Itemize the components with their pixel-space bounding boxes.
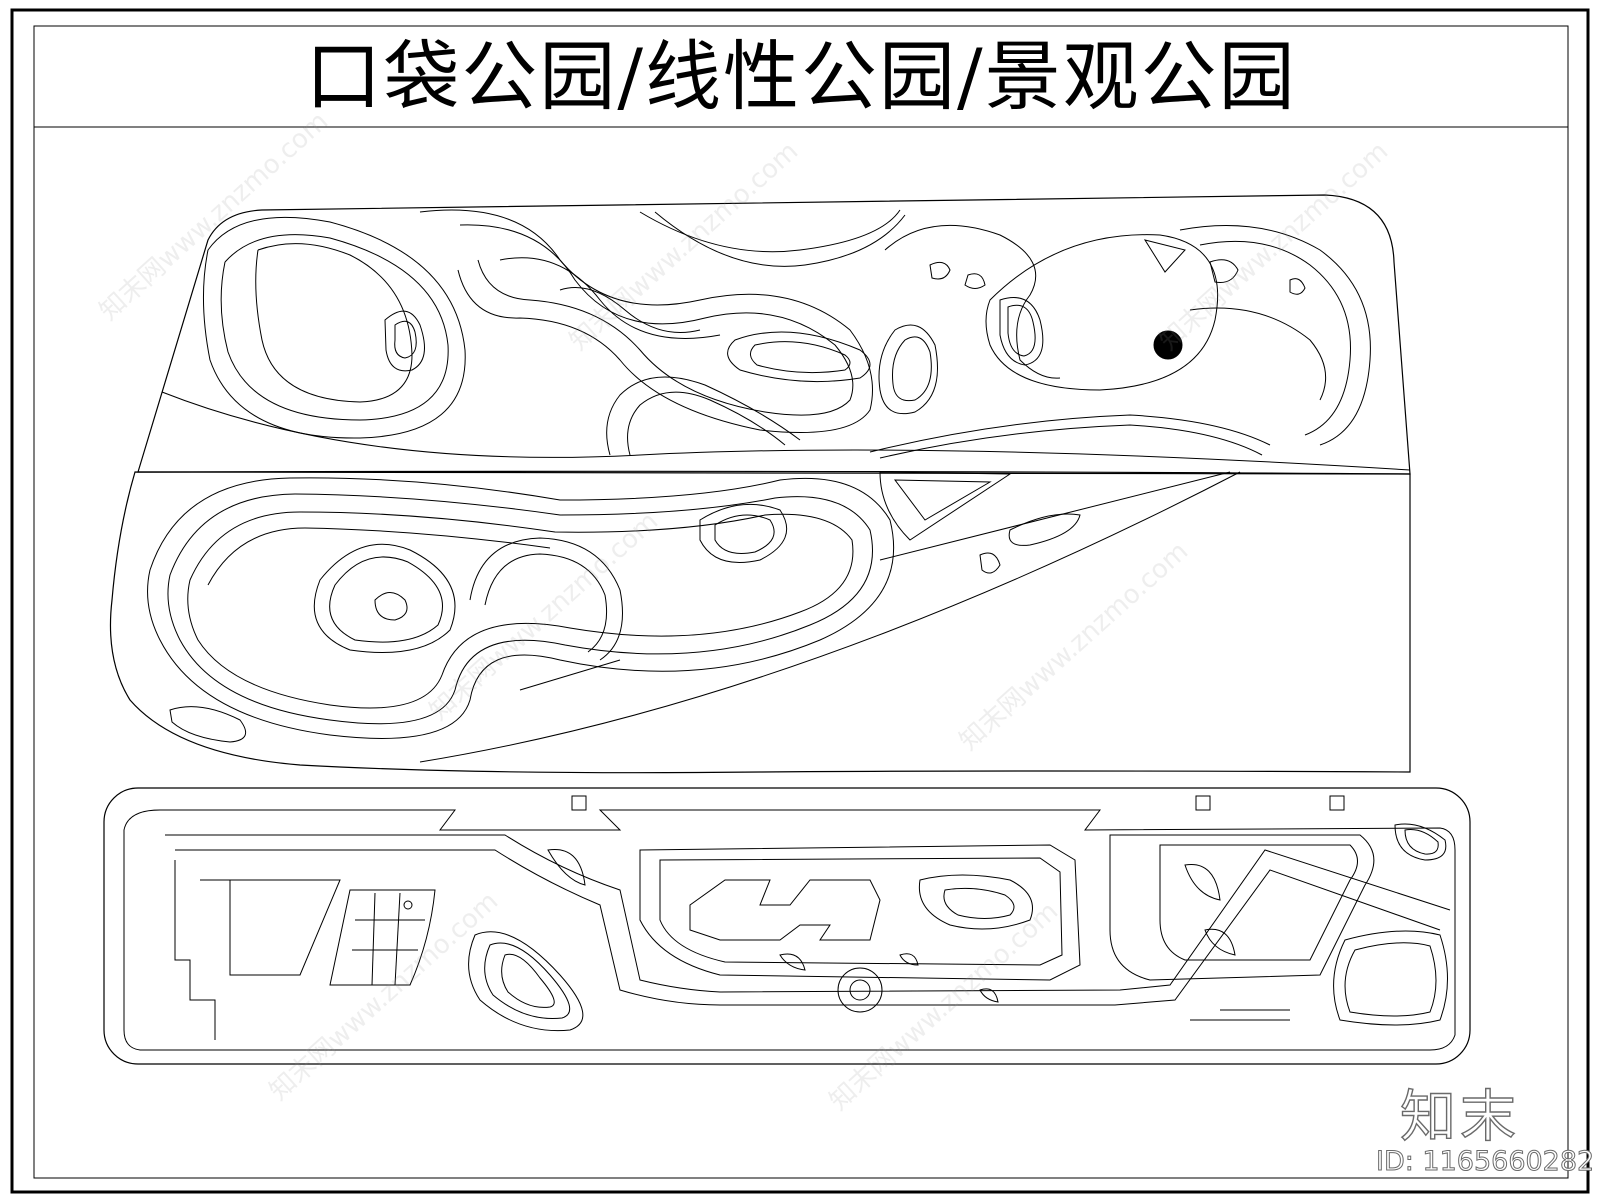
grid-line-4 xyxy=(394,892,401,986)
inner-swirl-mid-2 xyxy=(484,553,608,653)
lower-park-inner-ring xyxy=(123,809,1456,1051)
lower-right-plaza xyxy=(1159,844,1358,961)
wave-lower-left-2 xyxy=(627,391,786,456)
plan-upper-park xyxy=(137,194,1411,475)
islet-2 xyxy=(964,273,986,289)
islet-1 xyxy=(929,261,951,280)
drawing-title: 口袋公园/线性公园/景观公园 xyxy=(305,31,1297,121)
plan-lower-linear-park xyxy=(103,787,1471,1065)
brand-logo-text: 知末 xyxy=(1399,1084,1520,1150)
lens-shape-inner xyxy=(750,341,851,374)
plaza-node xyxy=(403,900,413,910)
tri-lawn-outer xyxy=(879,471,1012,541)
lower-right-pad-2 xyxy=(1344,942,1437,1017)
pond-mid-left-inner xyxy=(329,556,443,643)
lower-right-drop xyxy=(1394,823,1447,861)
pond-mid-right xyxy=(699,503,788,563)
wave-center-c xyxy=(499,257,721,339)
swirl-left-outer xyxy=(202,216,466,439)
middle-diagonal-edge xyxy=(879,471,1231,561)
oval-plaza xyxy=(1008,513,1081,546)
middle-park-boundary xyxy=(109,471,1411,774)
swirl-left-inner xyxy=(255,243,413,403)
windmill-symbol xyxy=(1153,330,1183,360)
lower-right-drop-inner xyxy=(1404,829,1439,855)
lower-lawn-tri xyxy=(468,931,584,1032)
wave-center-b xyxy=(459,224,854,416)
drop-plaza xyxy=(979,552,1001,574)
wave-center-a xyxy=(419,209,873,433)
lower-step-edge-2 xyxy=(200,879,341,976)
inner-frame xyxy=(33,25,1569,1179)
droplet-center xyxy=(878,324,938,415)
path-arc-lower-2 xyxy=(879,424,1263,459)
light-post-3 xyxy=(1329,795,1345,811)
swirl-mid-3 xyxy=(187,511,854,709)
inner-swirl-mid xyxy=(469,537,623,661)
right-big-ellipse xyxy=(985,234,1219,391)
swirl-left-mid xyxy=(220,234,449,421)
lower-lawn-tri-2 xyxy=(484,942,571,1020)
lower-step-edge xyxy=(174,860,216,1040)
paving-zigzag xyxy=(689,879,881,941)
lens-shape xyxy=(727,331,871,383)
leaf-sculpture-5 xyxy=(899,953,919,966)
drawing-id-label: ID: 1165660282 xyxy=(1376,1146,1595,1178)
lower-path-main-2 xyxy=(175,849,1441,1006)
lower-grid-plaza xyxy=(329,889,436,986)
lower-right-plaza-2 xyxy=(1109,834,1375,981)
lower-park-boundary xyxy=(103,787,1471,1065)
droplet-center-inner xyxy=(892,336,932,402)
ellipse-pad-lower xyxy=(169,706,247,743)
wave-lower-left xyxy=(606,376,801,456)
tri-lawn xyxy=(893,479,992,521)
right-droplet xyxy=(999,297,1044,366)
round-seat xyxy=(837,967,883,1013)
swirl-mid-2 xyxy=(167,493,873,725)
round-seat-inner xyxy=(849,979,871,1001)
swirl-left-core xyxy=(384,310,425,372)
pond-mid-right-inner xyxy=(714,514,775,554)
grid-line-3 xyxy=(371,892,376,986)
path-lower-strip xyxy=(519,659,621,691)
islet-4 xyxy=(1289,278,1306,295)
right-swirl-2 xyxy=(1179,225,1371,446)
path-arc-lower xyxy=(869,414,1271,453)
light-post-1 xyxy=(571,795,587,811)
middle-curve-edge xyxy=(419,471,1241,763)
light-post-2 xyxy=(1195,795,1211,811)
swirl-left-core-inner xyxy=(394,320,417,359)
lower-lawn-band xyxy=(639,844,1081,981)
upper-park-divider xyxy=(161,391,1411,471)
right-swirl-3 xyxy=(1199,240,1351,436)
leaf-sculpture-2 xyxy=(1184,863,1221,901)
plan-middle-park xyxy=(109,471,1411,774)
lower-lawn-band-2 xyxy=(659,857,1063,966)
swirl-mid-outer xyxy=(147,477,895,739)
lower-right-pad xyxy=(1333,930,1448,1026)
lower-pond-inner xyxy=(943,887,1015,919)
islet-3 xyxy=(1209,259,1239,283)
right-swirl-4 xyxy=(1189,307,1327,401)
leaf-sculpture-1 xyxy=(547,848,586,886)
wave-upper-ridge-2 xyxy=(654,211,906,267)
right-droplet-inner xyxy=(1007,304,1036,357)
lower-path-main xyxy=(165,834,1451,993)
right-swirl-outer xyxy=(884,224,1061,379)
pond-mid-left-core xyxy=(374,592,408,621)
upper-park-boundary xyxy=(137,194,1411,475)
pond-mid-left xyxy=(313,543,456,653)
leaf-sculpture-3 xyxy=(1204,928,1236,956)
leaf-sculpture-4 xyxy=(779,953,806,971)
lower-pond xyxy=(918,874,1033,930)
leaf-sculpture-6 xyxy=(979,988,999,1003)
outer-frame xyxy=(10,8,1590,1194)
swirl-mid-4 xyxy=(207,527,551,586)
lower-lawn-tri-3 xyxy=(501,953,555,1008)
wave-center-d xyxy=(559,287,701,333)
triangle-deck xyxy=(1143,239,1186,273)
